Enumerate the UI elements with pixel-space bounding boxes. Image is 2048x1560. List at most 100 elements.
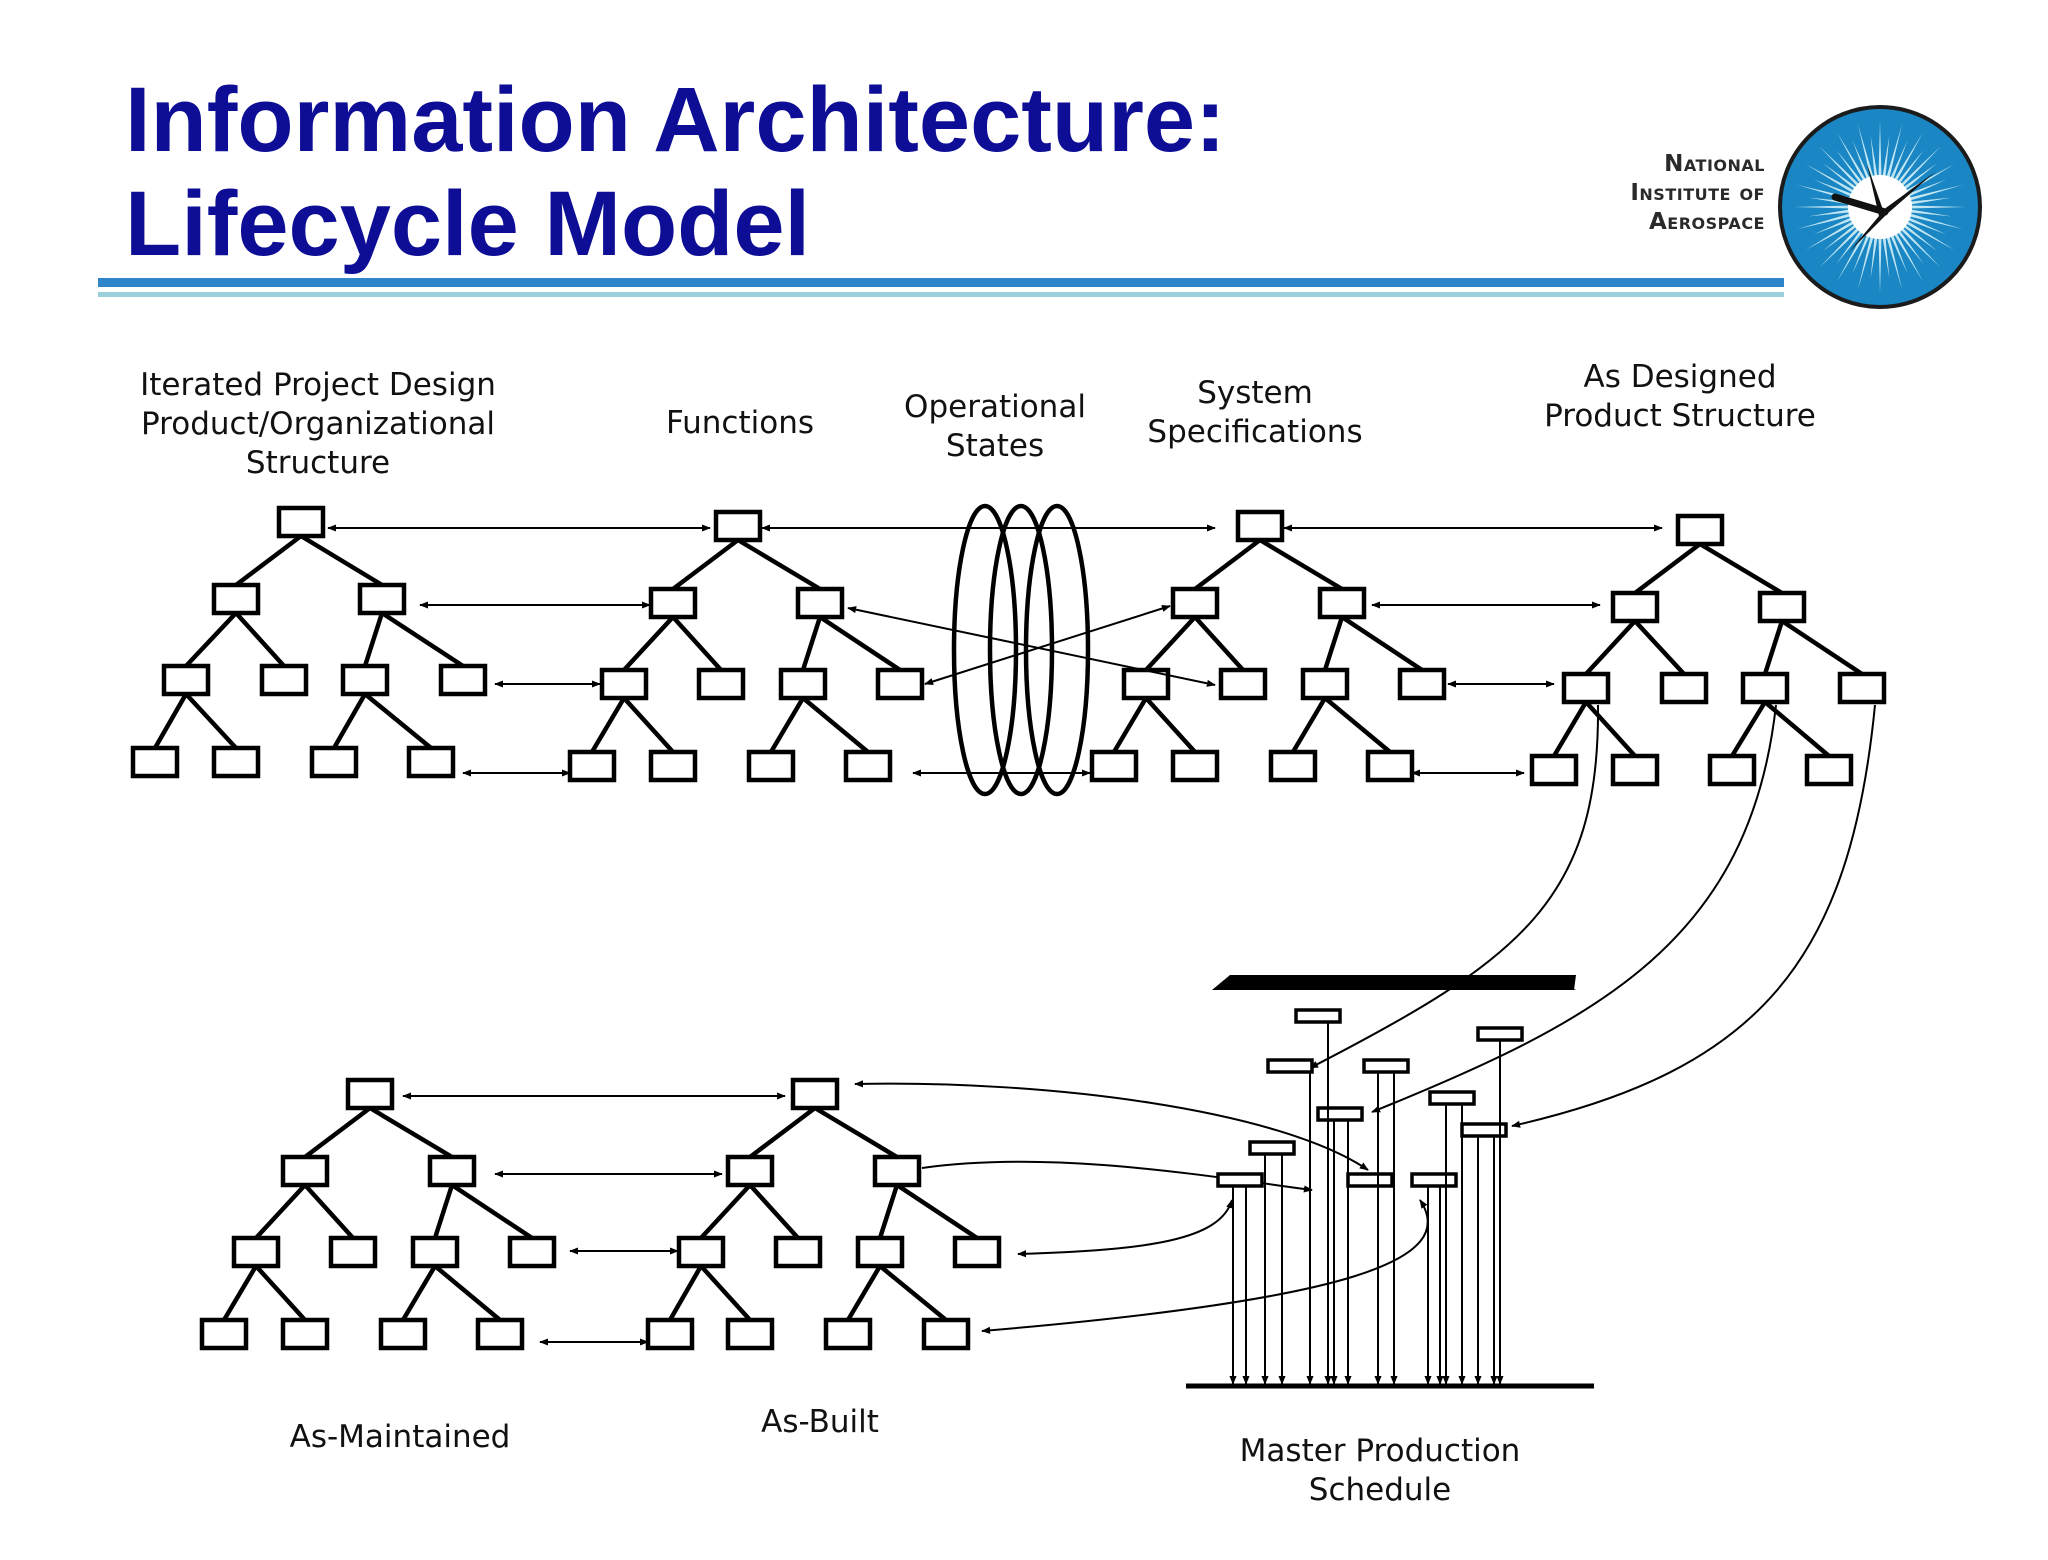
tree-node — [161, 663, 211, 697]
label-master-production-schedule: Master Production Schedule — [1239, 1433, 1521, 1508]
tree-node — [855, 1235, 905, 1269]
tree-node — [406, 745, 456, 779]
label-operational-states: Operational States — [904, 389, 1086, 464]
tree-node — [1659, 671, 1709, 705]
schedule-task — [1410, 1172, 1458, 1188]
schedule-task — [1362, 1058, 1410, 1074]
tree-node — [1561, 671, 1611, 705]
tree-node — [773, 1235, 823, 1269]
tree-node — [357, 582, 407, 616]
operational-states-ovals — [951, 503, 1091, 797]
org-line-1: National — [1664, 151, 1765, 177]
tree-node — [276, 505, 326, 539]
tree-node — [1235, 509, 1285, 543]
tree-node — [599, 667, 649, 701]
label-functions: Functions — [665, 405, 814, 441]
tree-node — [475, 1317, 525, 1351]
schedule-task — [1476, 1026, 1524, 1042]
tree-node — [713, 509, 763, 543]
schedule-task — [1216, 1172, 1264, 1188]
tree-node — [921, 1317, 971, 1351]
arrow-link — [981, 1199, 1429, 1334]
tree-node — [345, 1077, 395, 1111]
tree-node — [259, 663, 309, 697]
tree-node — [645, 1317, 695, 1351]
tree-node — [725, 1317, 775, 1351]
tree-node — [1300, 667, 1350, 701]
tree-node — [1610, 590, 1660, 624]
tree-node — [746, 749, 796, 783]
tree-node — [1675, 513, 1725, 547]
tree-node — [1610, 753, 1660, 787]
tree-node — [280, 1154, 330, 1188]
tree-node — [952, 1235, 1002, 1269]
label-as-built: As-Built — [761, 1404, 879, 1440]
tree-as-built — [645, 1077, 1002, 1351]
tree-node — [438, 663, 488, 697]
tree-node — [696, 667, 746, 701]
tree-node — [328, 1235, 378, 1269]
tree-node — [1397, 667, 1447, 701]
tree-node — [1268, 749, 1318, 783]
org-line-3: Aerospace — [1649, 209, 1765, 235]
tree-node — [843, 749, 893, 783]
schedule-task — [1428, 1090, 1476, 1106]
tree-node — [823, 1317, 873, 1351]
tree-node — [378, 1317, 428, 1351]
tree-node — [211, 745, 261, 779]
organization-name: National Institute of Aerospace — [1560, 150, 1765, 237]
tree-node — [1170, 749, 1220, 783]
tree-node — [211, 582, 261, 616]
arrow-link — [1309, 704, 1600, 1069]
tree-functions — [567, 509, 925, 783]
tree-node — [1740, 671, 1790, 705]
tree-node — [507, 1235, 557, 1269]
schedule-task — [1316, 1106, 1364, 1122]
schedule-task — [1248, 1140, 1296, 1156]
label-as-maintained: As-Maintained — [289, 1419, 511, 1455]
tree-node — [872, 1154, 922, 1188]
tree-node — [1529, 753, 1579, 787]
tree-node — [309, 745, 359, 779]
tree-node — [875, 667, 925, 701]
label-system-specifications: System Specifications — [1147, 375, 1363, 450]
tree-node — [790, 1077, 840, 1111]
arrow-link — [1017, 1199, 1234, 1258]
tree-iterated-structure — [130, 505, 488, 779]
tree-node — [648, 749, 698, 783]
tree-node — [427, 1154, 477, 1188]
arrow-link — [854, 1080, 1369, 1171]
tree-node — [1837, 671, 1887, 705]
arrow-link — [1511, 704, 1876, 1128]
tree-as-designed — [1529, 513, 1887, 787]
tree-node — [199, 1317, 249, 1351]
org-line-2: Institute of — [1630, 180, 1765, 206]
schedule-task — [1346, 1172, 1394, 1188]
nia-starburst-icon — [1778, 105, 1982, 309]
schedule-task — [1294, 1008, 1342, 1024]
label-as-designed: As Designed Product Structure — [1544, 359, 1816, 434]
tree-node — [130, 745, 180, 779]
tree-node — [1317, 586, 1367, 620]
tree-node — [1365, 749, 1415, 783]
tree-node — [567, 749, 617, 783]
schedule-bar-top — [1212, 975, 1576, 990]
tree-node — [1218, 667, 1268, 701]
header-rule-secondary — [98, 292, 1784, 297]
tree-node — [1170, 586, 1220, 620]
tree-as-maintained — [199, 1077, 557, 1351]
tree-node — [778, 667, 828, 701]
tree-node — [676, 1235, 726, 1269]
tree-node — [340, 663, 390, 697]
tree-node — [795, 586, 845, 620]
tree-node — [1757, 590, 1807, 624]
arrow-link — [924, 605, 1171, 685]
slide-title: Information Architecture: Lifecycle Mode… — [125, 69, 1226, 275]
tree-node — [231, 1235, 281, 1269]
tree-node — [725, 1154, 775, 1188]
tree-node — [1089, 749, 1139, 783]
schedule-task — [1266, 1058, 1314, 1074]
tree-node — [1804, 753, 1854, 787]
